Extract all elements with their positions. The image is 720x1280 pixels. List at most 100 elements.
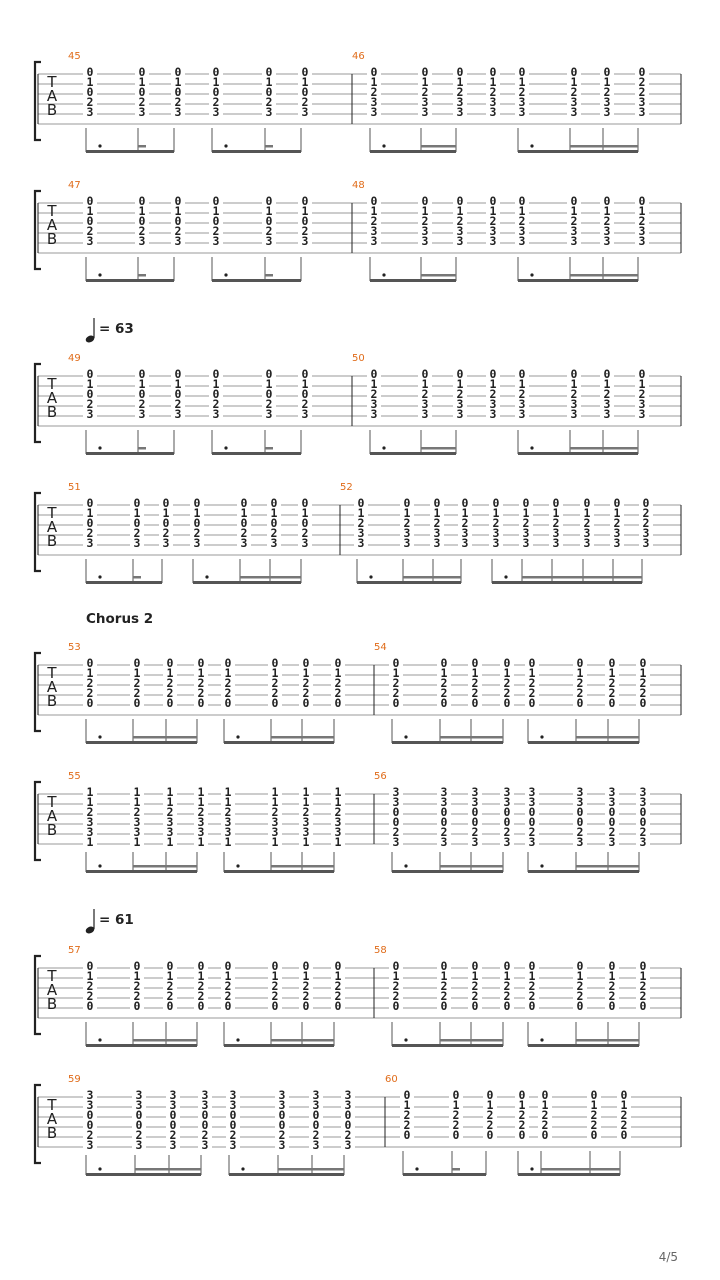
fret-number: 2 xyxy=(587,1119,601,1131)
fret-number: 3 xyxy=(354,537,368,549)
fret-number: 3 xyxy=(275,1089,289,1101)
fret-number: 3 xyxy=(237,537,251,549)
augmentation-dot xyxy=(205,575,209,579)
fret-number: 2 xyxy=(486,86,500,98)
fret-number: 1 xyxy=(268,786,282,798)
secondary-beam xyxy=(133,1039,197,1042)
fret-number: 1 xyxy=(567,205,581,217)
fret-number: 1 xyxy=(331,667,345,679)
fret-number: 0 xyxy=(605,960,619,972)
fret-number: 3 xyxy=(400,537,414,549)
fret-number: 0 xyxy=(468,816,482,828)
measure-number: 45 xyxy=(68,51,81,62)
tab-clef-letter: B xyxy=(46,230,58,248)
fret-number: 0 xyxy=(135,195,149,207)
rhythm-beam xyxy=(229,1173,344,1176)
system-bracket xyxy=(33,362,41,444)
measure-number: 46 xyxy=(352,51,365,62)
fret-number: 0 xyxy=(331,657,345,669)
fret-number: 2 xyxy=(617,1109,631,1121)
fret-number: 3 xyxy=(500,796,514,808)
fret-number: 0 xyxy=(130,517,144,529)
fret-number: 2 xyxy=(262,398,276,410)
fret-number: 3 xyxy=(573,786,587,798)
tab-clef-letter: A xyxy=(46,389,58,407)
fret-number: 3 xyxy=(135,106,149,118)
quarter-note-icon xyxy=(85,318,95,343)
fret-number: 0 xyxy=(538,1089,552,1101)
fret-number: 1 xyxy=(389,970,403,982)
fret-number: 3 xyxy=(354,527,368,539)
fret-number: 1 xyxy=(525,667,539,679)
tab-clef-letter: T xyxy=(47,504,57,522)
fret-number: 0 xyxy=(194,657,208,669)
system-bracket xyxy=(33,1083,41,1165)
fret-number: 1 xyxy=(453,378,467,390)
rhythm-beam xyxy=(212,452,301,455)
fret-number: 1 xyxy=(83,76,97,88)
fret-number: 2 xyxy=(389,990,403,1002)
fret-number: 0 xyxy=(130,1000,144,1012)
fret-number: 3 xyxy=(430,537,444,549)
fret-number: 3 xyxy=(636,836,650,848)
fret-number: 1 xyxy=(298,378,312,390)
fret-number: 1 xyxy=(525,970,539,982)
fret-number: 2 xyxy=(437,677,451,689)
fret-number: 1 xyxy=(194,970,208,982)
fret-number: 2 xyxy=(83,225,97,237)
fret-number: 2 xyxy=(309,1129,323,1141)
fret-number: 0 xyxy=(389,960,403,972)
fret-number: 1 xyxy=(237,507,251,519)
fret-number: 0 xyxy=(299,657,313,669)
fret-number: 0 xyxy=(367,195,381,207)
fret-number: 3 xyxy=(166,1089,180,1101)
fret-number: 0 xyxy=(198,1109,212,1121)
secondary-beam xyxy=(133,736,197,739)
fret-number: 1 xyxy=(635,378,649,390)
fret-number: 0 xyxy=(331,697,345,709)
fret-number: 1 xyxy=(367,76,381,88)
fret-number: 0 xyxy=(600,195,614,207)
tab-clef-letter: A xyxy=(46,678,58,696)
fret-number: 2 xyxy=(299,980,313,992)
fret-number: 2 xyxy=(437,687,451,699)
fret-number: 0 xyxy=(130,657,144,669)
fret-number: 2 xyxy=(437,980,451,992)
fret-number: 0 xyxy=(194,960,208,972)
fret-number: 2 xyxy=(468,677,482,689)
fret-number: 1 xyxy=(354,507,368,519)
fret-number: 1 xyxy=(163,836,177,848)
fret-number: 0 xyxy=(418,195,432,207)
fret-number: 2 xyxy=(331,806,345,818)
fret-number: 0 xyxy=(437,657,451,669)
fret-number: 0 xyxy=(635,368,649,380)
fret-number: 2 xyxy=(525,677,539,689)
fret-number: 1 xyxy=(515,378,529,390)
fret-number: 1 xyxy=(400,1099,414,1111)
rhythm-beam xyxy=(403,1173,486,1176)
fret-number: 3 xyxy=(262,106,276,118)
fret-number: 2 xyxy=(458,517,472,529)
partial-beam xyxy=(138,145,146,148)
fret-number: 3 xyxy=(635,106,649,118)
secondary-beam xyxy=(421,447,456,450)
fret-number: 0 xyxy=(437,1000,451,1012)
fret-number: 3 xyxy=(83,1139,97,1151)
rhythm-beam xyxy=(528,1044,639,1047)
fret-number: 0 xyxy=(483,1129,497,1141)
fret-number: 2 xyxy=(163,806,177,818)
fret-number: 3 xyxy=(635,398,649,410)
fret-number: 0 xyxy=(132,1119,146,1131)
tab-clef-letter: A xyxy=(46,1110,58,1128)
fret-number: 2 xyxy=(605,980,619,992)
augmentation-dot xyxy=(98,735,102,739)
fret-number: 1 xyxy=(489,507,503,519)
fret-number: 2 xyxy=(600,388,614,400)
fret-number: 1 xyxy=(268,836,282,848)
secondary-beam xyxy=(522,576,642,579)
fret-number: 1 xyxy=(299,970,313,982)
fret-number: 1 xyxy=(331,786,345,798)
fret-number: 1 xyxy=(130,796,144,808)
